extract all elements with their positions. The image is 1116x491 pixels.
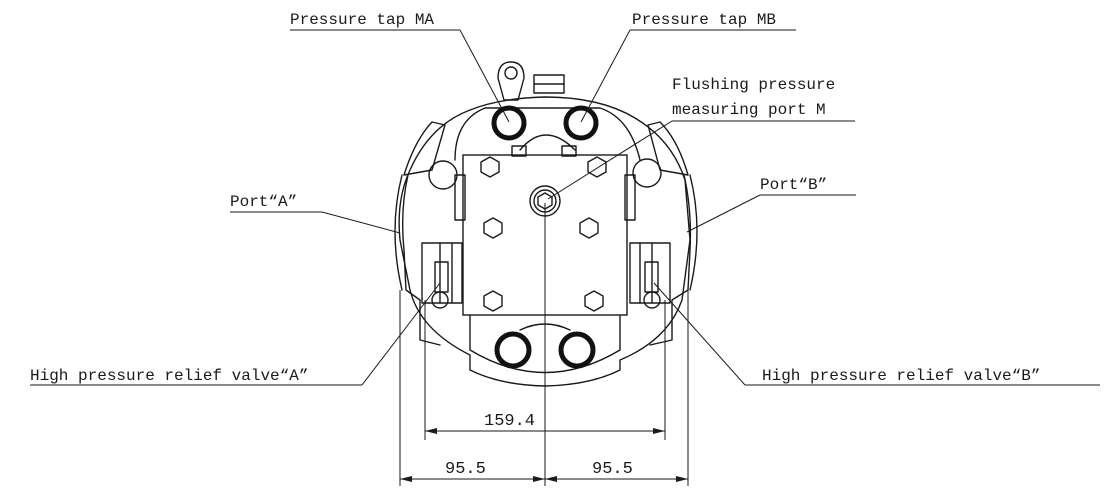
- bolt-hex: [480, 156, 500, 178]
- bottom-port-left: [494, 331, 532, 369]
- lifting-eye: [497, 61, 565, 101]
- bolt-hex: [579, 217, 599, 239]
- label-port-b: Port“B”: [760, 176, 827, 194]
- pressure-tap-mb-port: [563, 105, 599, 141]
- dimension-values: 159.4 95.5 95.5: [445, 412, 633, 479]
- relief-valve-a: [421, 242, 463, 309]
- callout-labels: Pressure tap MA Pressure tap MB Flushing…: [30, 11, 1040, 385]
- bottom-port-right: [558, 331, 596, 369]
- bolt-hex: [483, 217, 503, 239]
- relief-valve-b: [629, 242, 671, 309]
- dim-159-4: 159.4: [484, 412, 535, 431]
- leader-lines: [30, 29, 1100, 386]
- side-bolt-left: [428, 160, 458, 190]
- label-pressure-tap-ma: Pressure tap MA: [290, 11, 434, 29]
- port-circles: [428, 105, 662, 369]
- dim-95-5-left: 95.5: [445, 460, 486, 479]
- bolt-hex: [584, 290, 604, 312]
- label-port-a: Port“A”: [230, 193, 297, 211]
- bolt-hex: [483, 290, 503, 312]
- label-relief-b: High pressure relief valve“B”: [762, 367, 1040, 385]
- dimension-lines: [399, 203, 689, 486]
- label-flushing-line1: Flushing pressure: [672, 76, 835, 94]
- dim-95-5-right: 95.5: [592, 460, 633, 479]
- label-relief-a: High pressure relief valve“A”: [30, 367, 308, 385]
- pressure-tap-ma-port: [491, 105, 527, 141]
- label-pressure-tap-mb: Pressure tap MB: [632, 11, 776, 29]
- label-flushing-line2: measuring port M: [672, 101, 826, 119]
- side-bolt-right: [632, 158, 662, 188]
